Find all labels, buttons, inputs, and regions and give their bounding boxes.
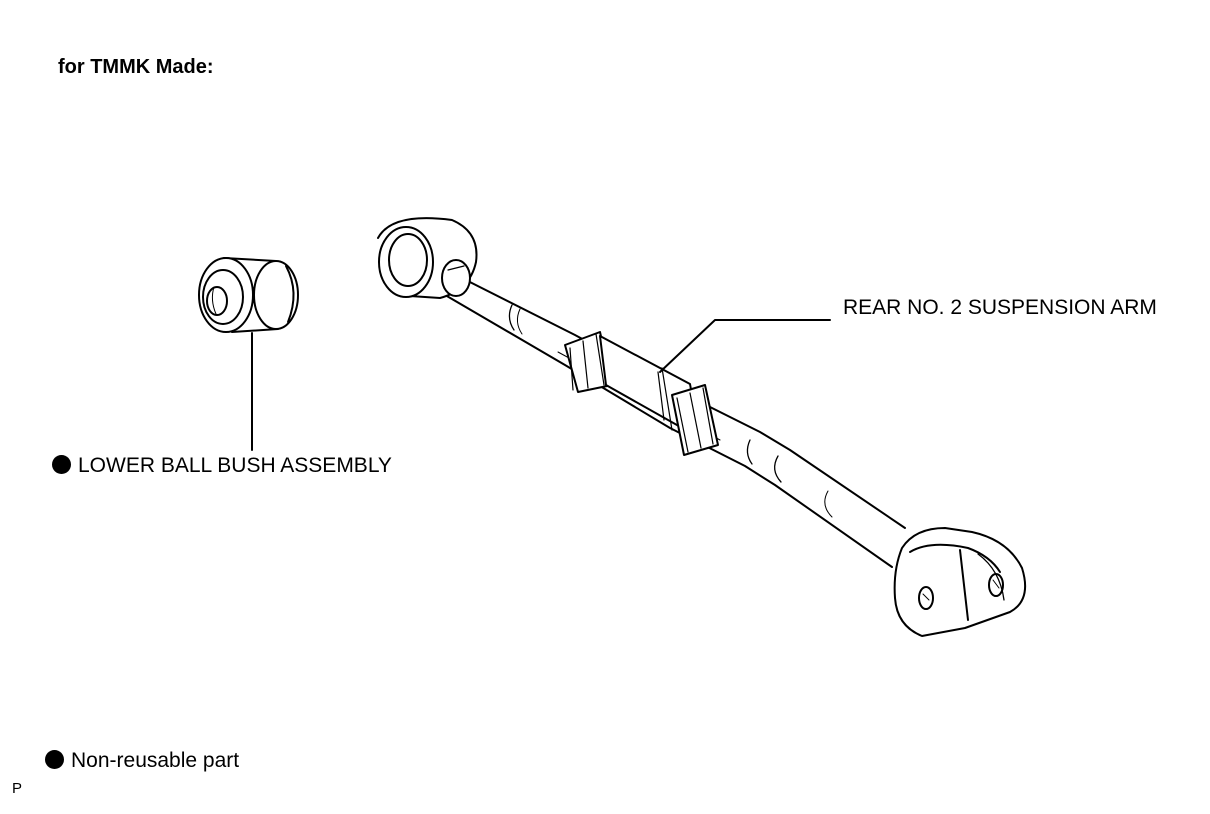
non-reusable-dot-icon bbox=[52, 455, 71, 474]
bush-drawing bbox=[198, 257, 299, 333]
suspension-arm-drawing bbox=[377, 217, 1026, 637]
bush-label: LOWER BALL BUSH ASSEMBLY bbox=[78, 454, 392, 477]
legend-dot-icon bbox=[45, 750, 64, 769]
page-mark: P bbox=[12, 780, 23, 797]
page-title: for TMMK Made: bbox=[58, 56, 214, 78]
legend: Non-reusable part bbox=[45, 749, 239, 773]
arm-leader-line bbox=[659, 319, 831, 373]
bush-callout: LOWER BALL BUSH ASSEMBLY bbox=[52, 454, 392, 478]
suspension-arm-label: REAR NO. 2 SUSPENSION ARM bbox=[843, 296, 1157, 319]
legend-text: Non-reusable part bbox=[71, 749, 240, 772]
